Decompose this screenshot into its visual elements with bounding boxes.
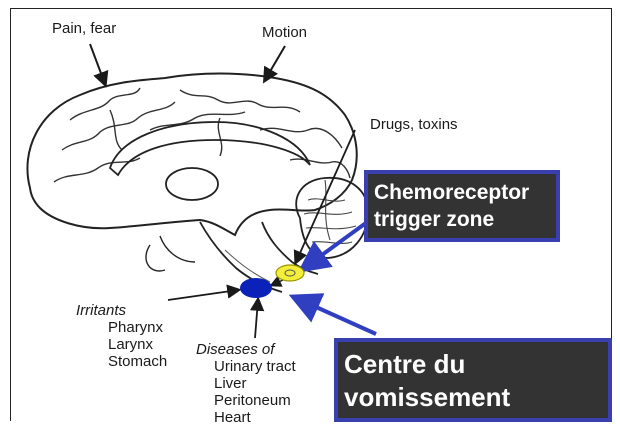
label-diseases-of: Diseases of: [196, 341, 274, 358]
centre-du-vomissement-box: Centre du vomissement: [334, 338, 612, 422]
chemoreceptor-trigger-zone-marker: [276, 265, 304, 281]
irritant-item: Pharynx: [108, 319, 163, 336]
ctz-to-centre-arrow: [272, 280, 283, 285]
motion-arrow: [265, 46, 285, 80]
label-pain-fear: Pain, fear: [52, 20, 116, 37]
label-drugs-toxins: Drugs, toxins: [370, 116, 458, 133]
disease-item: Liver: [214, 375, 247, 392]
corpus-callosum: [110, 122, 310, 175]
chemoreceptor-line-2: trigger zone: [374, 206, 556, 233]
thalamus: [166, 168, 218, 200]
pain-fear-arrow: [90, 44, 105, 84]
disease-item: Peritoneum: [214, 392, 291, 409]
centre-pointer-arrow: [296, 298, 376, 334]
label-irritants: Irritants: [76, 302, 126, 319]
cerebrum-outline: [27, 74, 356, 236]
disease-item: Heart: [214, 409, 251, 426]
chemoreceptor-trigger-zone-box: Chemoreceptor trigger zone: [364, 170, 560, 242]
gyri-lines: [54, 88, 350, 182]
irritant-item: Stomach: [108, 353, 167, 370]
label-motion: Motion: [262, 24, 307, 41]
centre-line-1: Centre du: [344, 348, 608, 381]
irritant-item: Larynx: [108, 336, 153, 353]
chemoreceptor-line-1: Chemoreceptor: [374, 179, 556, 206]
disease-item: Urinary tract: [214, 358, 296, 375]
irritants-arrow: [168, 290, 238, 300]
centre-line-2: vomissement: [344, 381, 608, 414]
diseases-arrow: [255, 300, 258, 338]
vomiting-centre-marker: [240, 278, 272, 298]
